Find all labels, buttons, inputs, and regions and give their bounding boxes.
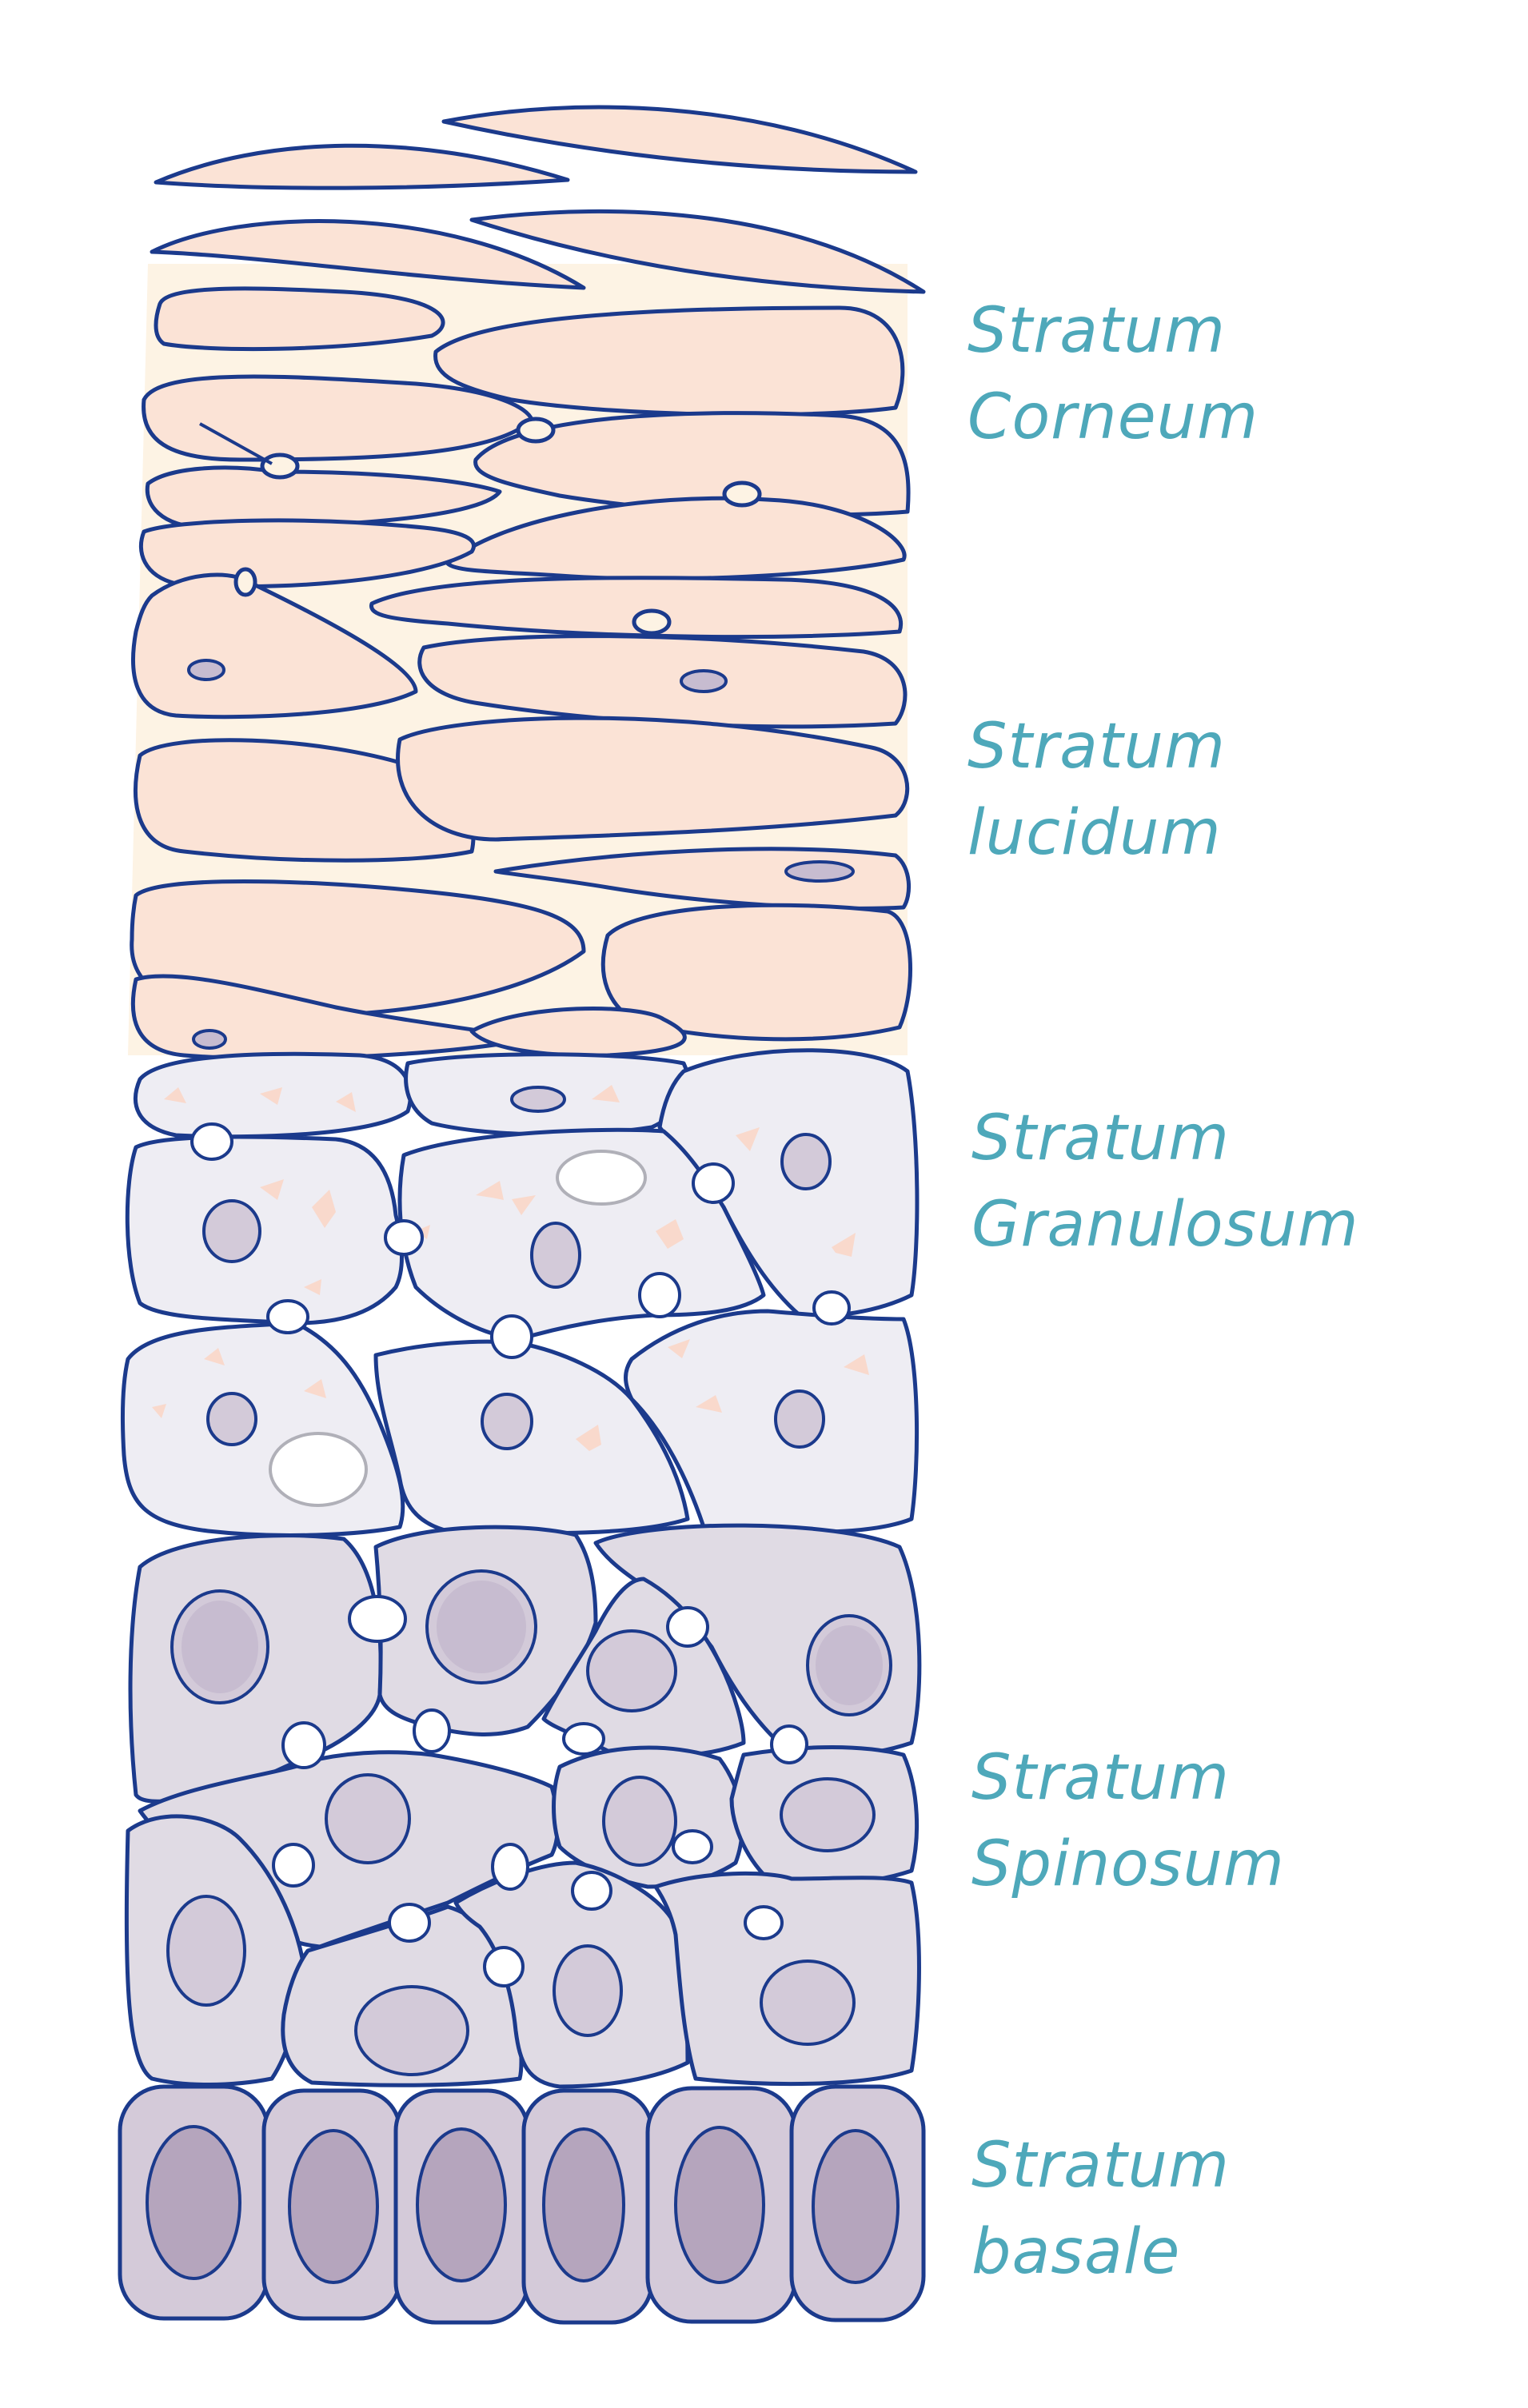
- granular-cell: [624, 1309, 920, 1535]
- keratohyalin-granules: [152, 1085, 869, 1451]
- corneocyte: [433, 305, 905, 417]
- label-stratum-granulosum: Stratum Granulosum: [971, 1095, 1359, 1268]
- granulosum-nuclei: [202, 1086, 832, 1450]
- corneocyte: [134, 738, 476, 863]
- label-line2: Spinosum: [971, 1828, 1285, 1900]
- label-line1: Stratum: [967, 295, 1226, 367]
- flake-cell: [150, 219, 586, 290]
- corneum-lucidum-cells: [128, 105, 926, 1061]
- corneocyte: [469, 1006, 687, 1058]
- label-stratum-basale: Stratum basale: [971, 2123, 1230, 2295]
- granular-cell: [120, 1321, 405, 1537]
- corneum-fiber: [199, 422, 273, 465]
- flake-cell: [441, 105, 918, 174]
- corneocyte: [130, 879, 586, 1019]
- granular-cell: [125, 1134, 404, 1326]
- label-stratum-lucidum: Stratum lucidum: [967, 704, 1226, 876]
- corneocyte: [417, 634, 908, 729]
- label-line2: lucidum: [967, 797, 1222, 869]
- flake-cell: [469, 209, 926, 294]
- corneocyte: [396, 716, 910, 842]
- spinosum-nuclei-inner: [182, 1581, 883, 1705]
- corneocyte: [473, 411, 911, 517]
- label-line1: Stratum: [971, 1102, 1230, 1174]
- corneum-desmosomes: [233, 417, 762, 636]
- granulosum-cells: [120, 1048, 920, 1537]
- label-line1: Stratum: [971, 1742, 1230, 1814]
- basale-nuclei: [146, 2125, 900, 2284]
- label-line2: basale: [971, 2216, 1181, 2288]
- label-line2: Granulosum: [971, 1189, 1359, 1261]
- label-line1: Stratum: [971, 2130, 1230, 2202]
- corneum-nuclei: [187, 659, 855, 1050]
- label-line2: Corneum: [967, 381, 1259, 453]
- corneocyte: [369, 576, 904, 640]
- spinosum-cells: [124, 1523, 922, 2089]
- spinosum-desmosomes: [272, 1595, 808, 1987]
- granulosum-desmosomes: [190, 1122, 851, 1359]
- label-line1: Stratum: [967, 711, 1226, 783]
- corneocyte: [445, 496, 907, 581]
- flake-cell: [154, 143, 570, 190]
- label-stratum-corneum: Stratum Corneum: [967, 288, 1259, 460]
- granulosum-vacuoles: [269, 1150, 647, 1507]
- label-stratum-spinosum: Stratum Spinosum: [971, 1735, 1285, 1908]
- basale-cells: [118, 2084, 926, 2325]
- corneocyte: [154, 286, 445, 352]
